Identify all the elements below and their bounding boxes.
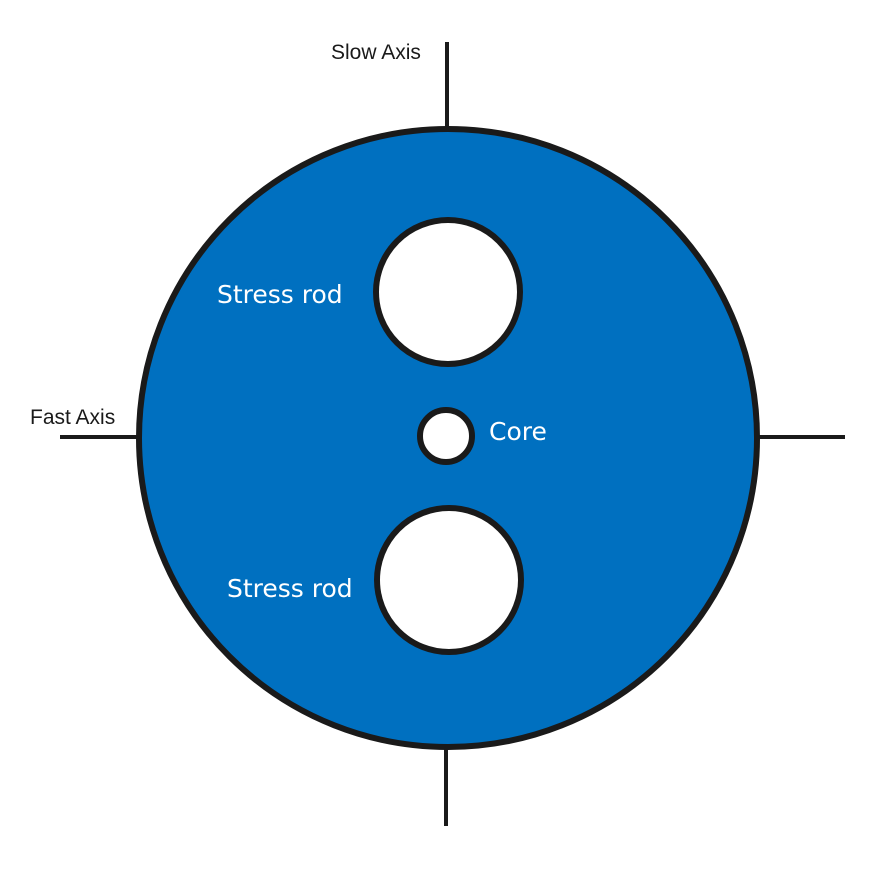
core-label: Core xyxy=(489,417,547,446)
stress-rod-bottom-label: Stress rod xyxy=(227,574,353,603)
stress-rod-bottom xyxy=(374,505,524,655)
fast-axis-label: Fast Axis xyxy=(30,406,115,429)
stress-rod-top-label: Stress rod xyxy=(217,280,343,309)
slow-axis-label: Slow Axis xyxy=(331,41,421,64)
fiber-core xyxy=(417,407,475,465)
stress-rod-top xyxy=(373,217,523,367)
